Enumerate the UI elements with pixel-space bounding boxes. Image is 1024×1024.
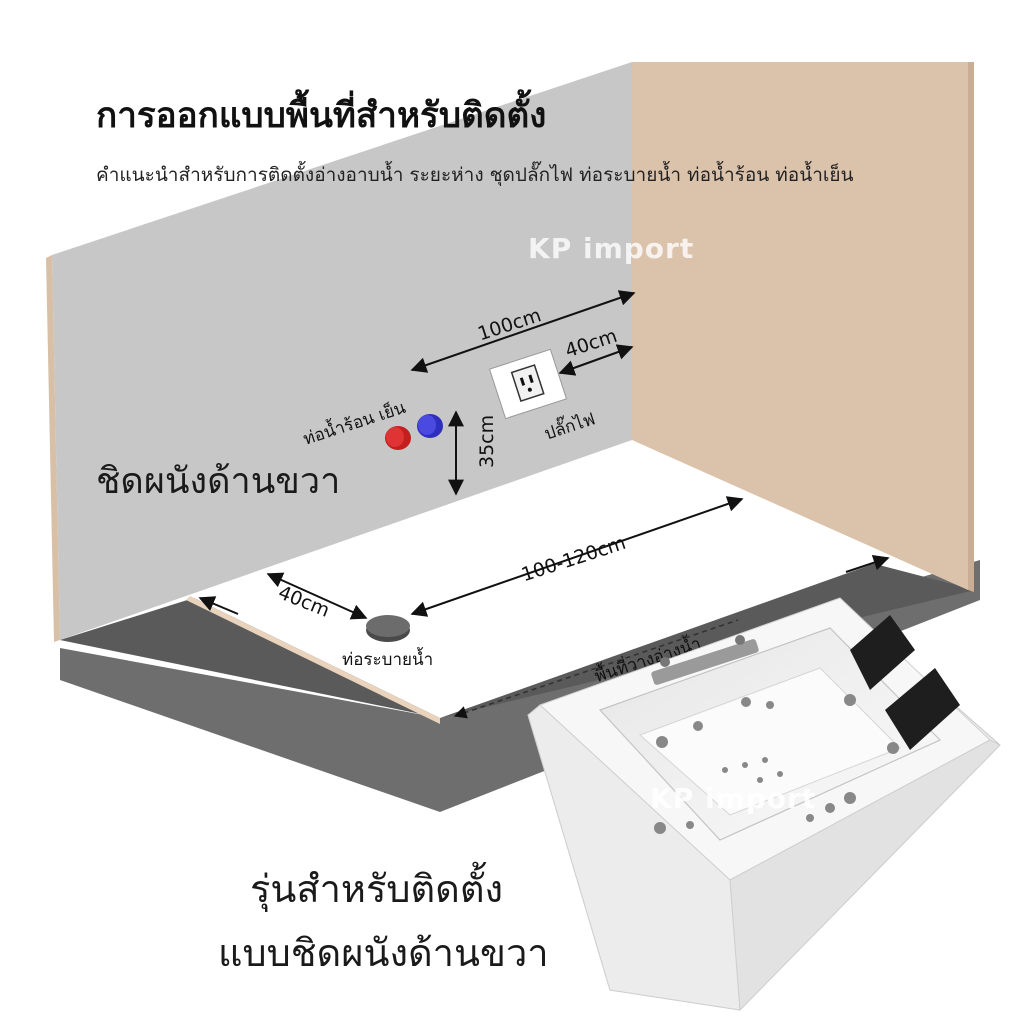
dimension-label-pipe-height: 35cm <box>476 415 498 468</box>
drain-label: ท่อระบายน้ำ <box>342 647 433 670</box>
bathtub-image <box>527 597 1001 1012</box>
back-wall-edge <box>46 255 60 642</box>
dimension-arrow-drain-offset <box>266 572 368 620</box>
right-wall-note: ชิดผนังด้านขวา <box>96 461 341 502</box>
watermark-text-2: KP import <box>650 782 817 815</box>
caption-line-1: รุ่นสำหรับติดตั้ง <box>250 867 504 911</box>
dimension-arrow-wall-width <box>410 290 636 373</box>
platform-edge <box>186 596 440 724</box>
dimension-arrow-plug-offset <box>558 344 634 376</box>
watermark-text: KP import <box>528 232 695 265</box>
drain-icon <box>366 615 410 642</box>
hot-pipe-icon <box>385 426 411 450</box>
page-title: การออกแบบพื้นที่สำหรับติดตั้ง <box>96 96 547 136</box>
tub-area-dashed-line <box>453 619 739 719</box>
headrest-icon <box>850 615 915 690</box>
headrest-icon-2 <box>885 668 960 750</box>
jet-icons <box>654 694 899 834</box>
plug-socket-icon <box>488 348 568 420</box>
right-wall-edge <box>968 62 974 592</box>
back-wall <box>52 62 632 640</box>
floor-slab <box>60 560 980 812</box>
caption-line-2: แบบชิดผนังด้านขวา <box>218 931 549 975</box>
cold-pipe-icon <box>417 414 443 438</box>
dimension-arrow-right-edge <box>845 554 890 573</box>
dimension-arrow-tub-length <box>410 496 744 617</box>
page-subtitle: คำแนะนำสำหรับการติดตั้งอ่างอาบน้ำ ระยะห่… <box>96 164 854 186</box>
right-wall <box>632 62 968 590</box>
faucet-icon <box>651 639 759 685</box>
dimension-arrow-left-edge <box>198 596 239 615</box>
